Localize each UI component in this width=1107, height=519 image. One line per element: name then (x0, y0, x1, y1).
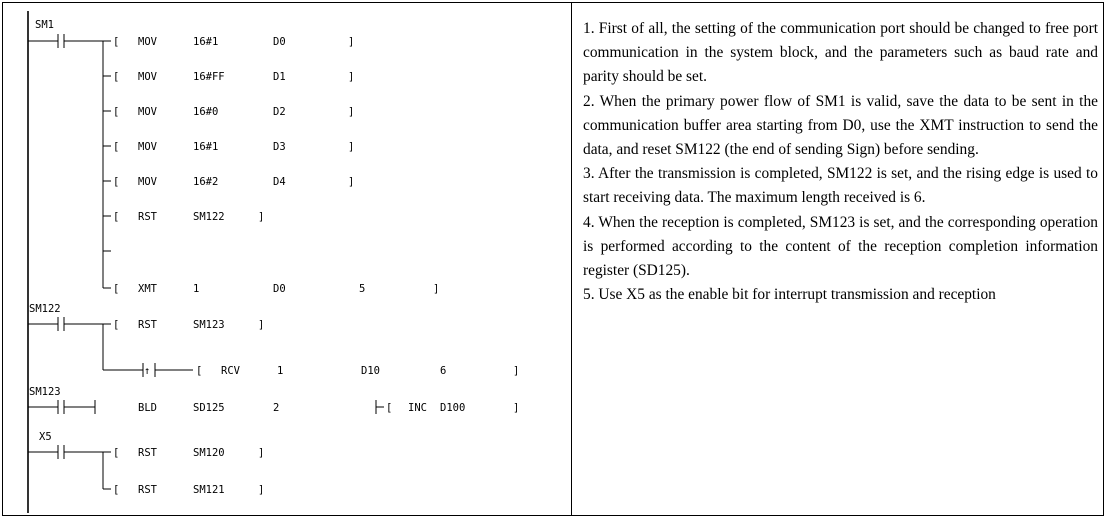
svg-text:[: [ (113, 484, 119, 496)
svg-text:[: [ (386, 402, 392, 414)
instr-op: MOV (138, 36, 158, 48)
instr-op: MOV (138, 141, 158, 153)
instr-op: RST (138, 484, 158, 496)
svg-text:]: ] (348, 71, 354, 83)
svg-text:]: ] (258, 211, 264, 223)
description-step-3: 3. After the transmission is completed, … (583, 165, 1098, 207)
instr-arg: D10 (361, 365, 380, 377)
svg-text:]: ] (348, 141, 354, 153)
instr-op: RST (138, 211, 158, 223)
instr-arg: 1 (193, 283, 199, 295)
instr-arg: D3 (273, 141, 286, 153)
description-step-2: 2. When the primary power flow of SM1 is… (583, 92, 1098, 159)
instr-arg: 2 (273, 402, 279, 414)
svg-text:[: [ (113, 106, 119, 118)
svg-text:]: ] (513, 365, 519, 377)
instr-op: INC (408, 402, 427, 414)
svg-text:]: ] (348, 36, 354, 48)
instr-arg: D0 (273, 283, 286, 295)
instr-arg: D100 (440, 402, 465, 414)
svg-text:[: [ (113, 283, 119, 295)
instr-arg: 5 (359, 283, 365, 295)
svg-text:[: [ (113, 319, 119, 331)
ladder-diagram: SM1 SM122 SM123 X5 [ MOV 16#1 D0 ] [ MOV… (3, 3, 571, 515)
description-step-5: 5. Use X5 as the enable bit for interrup… (583, 286, 996, 304)
svg-text:[: [ (113, 71, 119, 83)
instr-arg: 16#FF (193, 71, 225, 83)
instr-arg: D2 (273, 106, 286, 118)
instr-arg: 16#1 (193, 141, 218, 153)
svg-text:[: [ (113, 141, 119, 153)
instr-arg: 16#0 (193, 106, 218, 118)
instr-op: BLD (138, 402, 157, 414)
instr-arg: 16#2 (193, 176, 218, 188)
instr-op: MOV (138, 71, 158, 83)
contact-label-x5: X5 (39, 431, 52, 443)
instr-op: MOV (138, 106, 158, 118)
instr-arg: SD125 (193, 402, 225, 414)
description-step-1: 1. First of all, the setting of the comm… (583, 20, 1098, 86)
instr-op: XMT (138, 283, 158, 295)
svg-text:[: [ (113, 211, 119, 223)
rising-edge-symbol: ↑ (144, 365, 150, 377)
instr-op: RCV (221, 365, 241, 377)
instr-arg: SM121 (193, 484, 225, 496)
column-divider (571, 3, 572, 515)
svg-text:]: ] (258, 447, 264, 459)
instr-op: RST (138, 319, 158, 331)
svg-text:[: [ (196, 365, 202, 377)
contact-label-sm1: SM1 (35, 19, 54, 31)
instr-arg: D4 (273, 176, 286, 188)
instr-arg: SM120 (193, 447, 225, 459)
instr-arg: D0 (273, 36, 286, 48)
svg-text:]: ] (258, 319, 264, 331)
ladder-svg: SM1 SM122 SM123 X5 [ MOV 16#1 D0 ] [ MOV… (27, 11, 519, 513)
svg-text:]: ] (348, 176, 354, 188)
instr-arg: D1 (273, 71, 286, 83)
svg-text:]: ] (258, 484, 264, 496)
svg-text:[: [ (113, 176, 119, 188)
description-panel: 1. First of all, the setting of the comm… (583, 17, 1098, 307)
description-step-4: 4. When the reception is completed, SM12… (583, 213, 1098, 280)
instr-op: MOV (138, 176, 158, 188)
instr-op: RST (138, 447, 158, 459)
svg-text:]: ] (513, 402, 519, 414)
svg-text:]: ] (433, 283, 439, 295)
contact-label-sm122: SM122 (29, 303, 61, 315)
instr-arg: 6 (440, 365, 446, 377)
svg-text:]: ] (348, 106, 354, 118)
instr-arg: SM122 (193, 211, 225, 223)
instr-arg: 16#1 (193, 36, 218, 48)
instr-arg: SM123 (193, 319, 225, 331)
contact-label-sm123: SM123 (29, 386, 61, 398)
svg-text:[: [ (113, 36, 119, 48)
svg-text:[: [ (113, 447, 119, 459)
instr-arg: 1 (277, 365, 283, 377)
